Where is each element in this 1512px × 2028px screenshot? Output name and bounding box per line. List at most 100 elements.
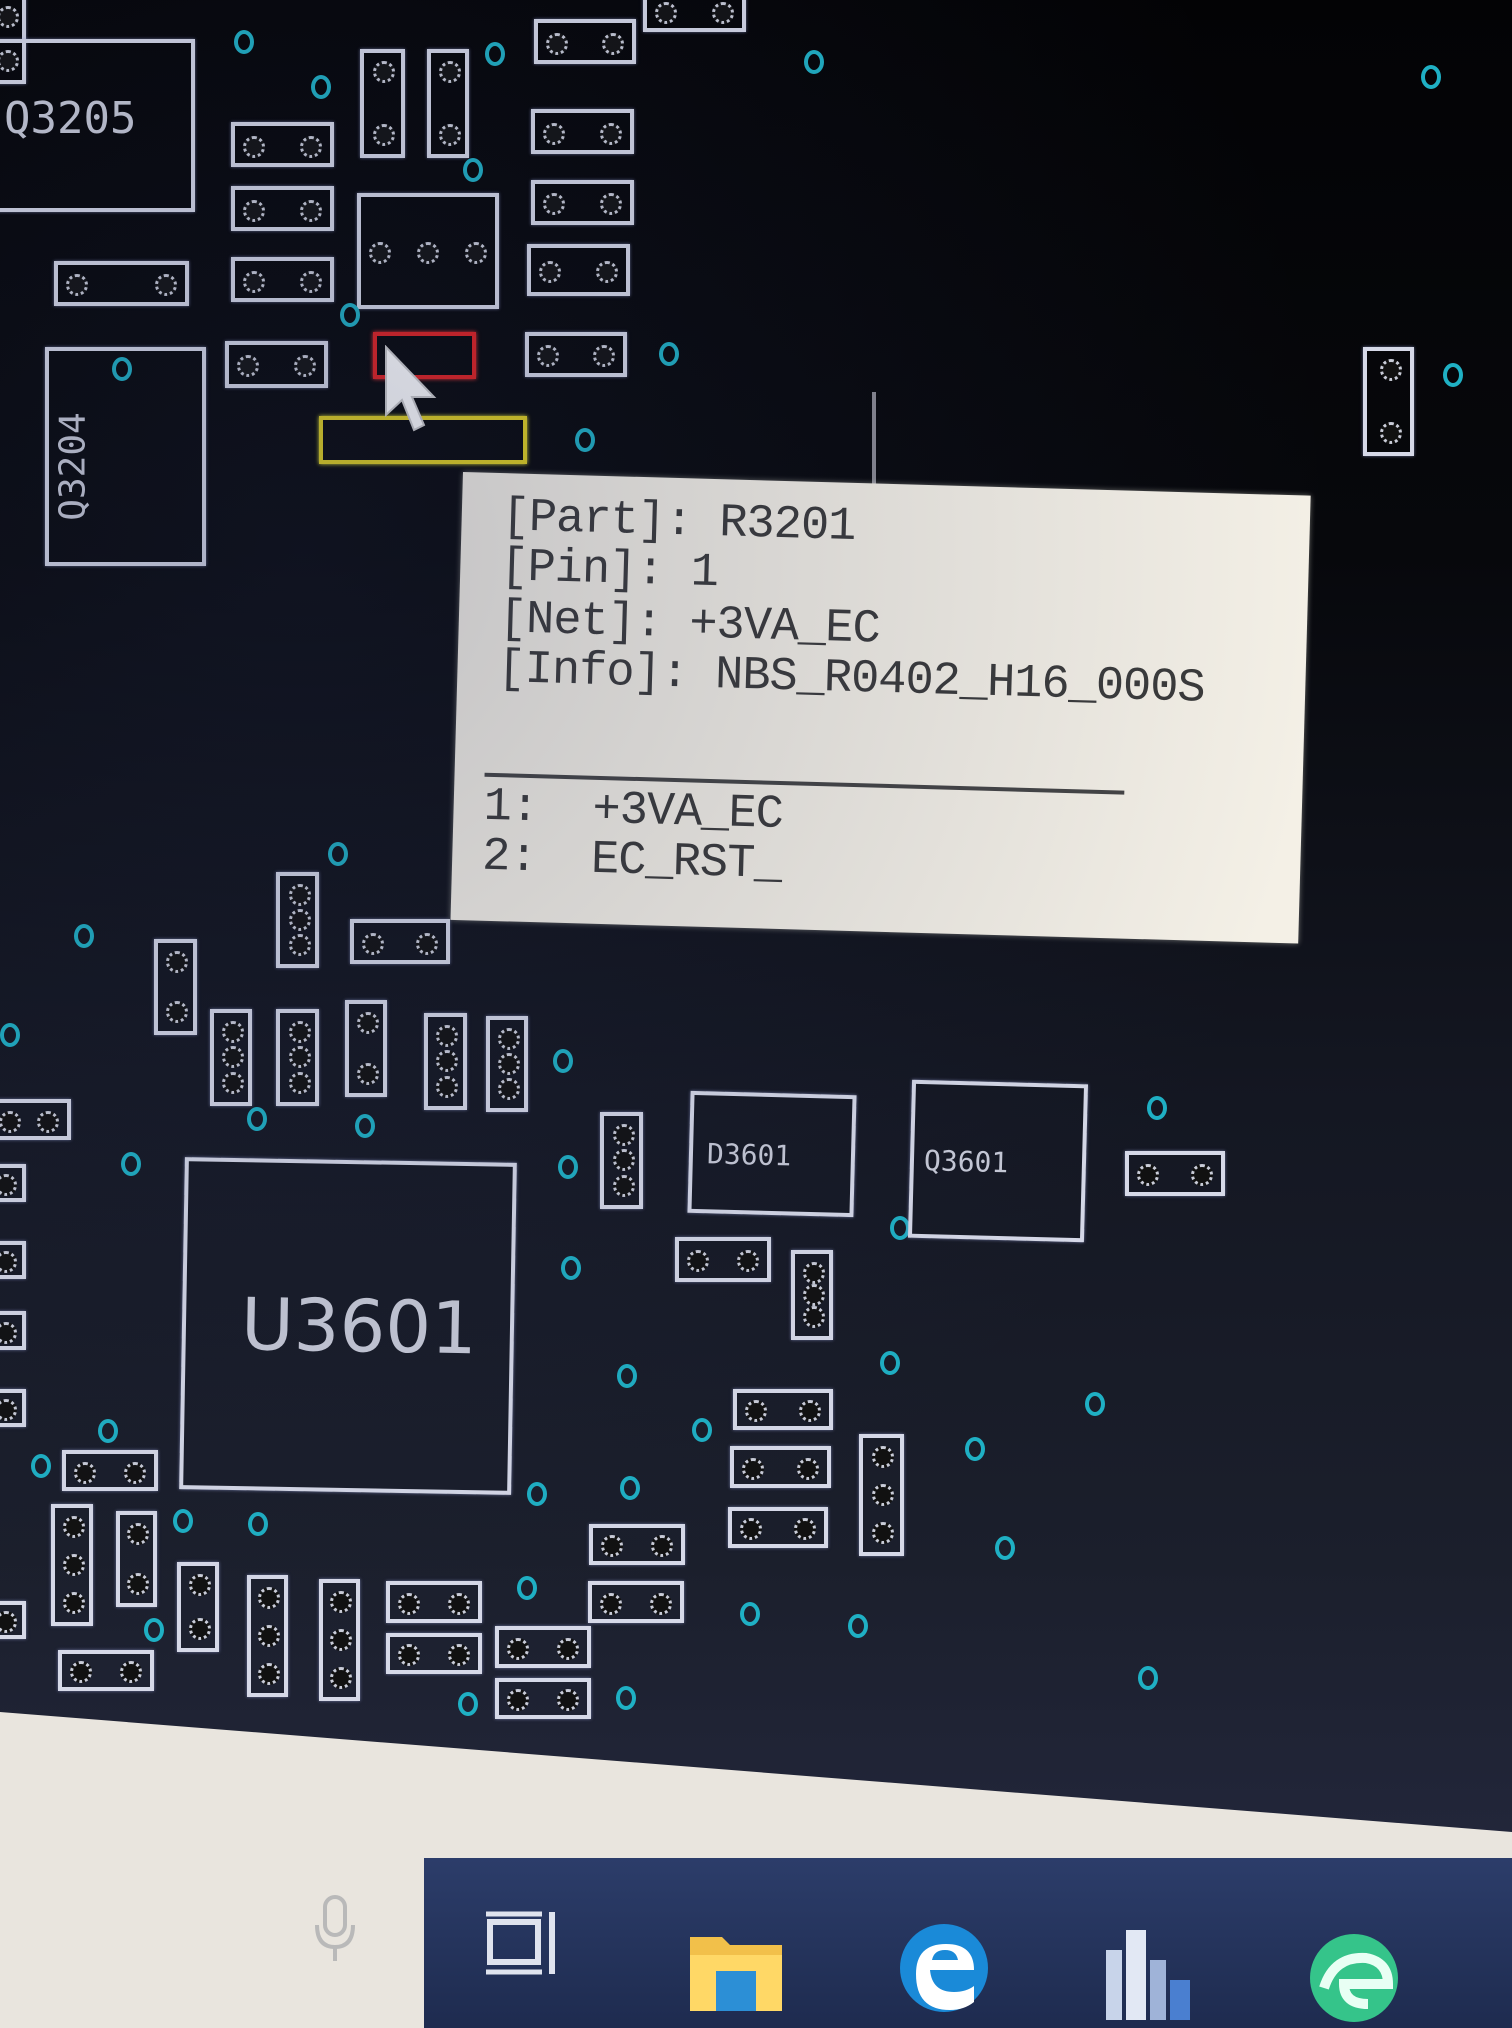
- pad: [612, 1149, 635, 1172]
- footprint[interactable]: [154, 938, 197, 1035]
- footprint[interactable]: [385, 1632, 483, 1674]
- footprint[interactable]: [533, 19, 637, 65]
- footprint[interactable]: [1124, 1150, 1226, 1196]
- footprint[interactable]: [0, 1163, 26, 1203]
- footprint[interactable]: [51, 1504, 93, 1627]
- via: [619, 1475, 640, 1500]
- via: [355, 1114, 376, 1139]
- footprint[interactable]: [357, 192, 499, 309]
- city-app-icon[interactable]: [1096, 1920, 1196, 2020]
- pad: [188, 1618, 211, 1641]
- pad: [300, 270, 323, 293]
- pad: [120, 1661, 143, 1684]
- footprint[interactable]: [359, 48, 405, 159]
- footprint[interactable]: [177, 1562, 219, 1653]
- selected-part-r3201[interactable]: [319, 416, 527, 464]
- via: [560, 1255, 581, 1280]
- footprint[interactable]: [587, 1581, 684, 1623]
- pad: [373, 60, 396, 83]
- edge-icon[interactable]: [894, 1918, 994, 2018]
- part-q3205[interactable]: Q3205: [0, 39, 195, 212]
- footprint[interactable]: [524, 331, 628, 377]
- footprint[interactable]: [732, 1388, 834, 1430]
- footprint[interactable]: [209, 1009, 252, 1106]
- footprint[interactable]: [57, 1649, 155, 1691]
- pad: [498, 1078, 521, 1101]
- footprint[interactable]: [224, 340, 328, 389]
- footprint[interactable]: [344, 1000, 387, 1097]
- footprint[interactable]: [0, 1099, 71, 1141]
- pad: [542, 193, 565, 216]
- footprint[interactable]: [246, 1574, 288, 1698]
- part-q3204[interactable]: Q3204: [45, 347, 206, 566]
- via: [112, 356, 133, 381]
- footprint[interactable]: [115, 1510, 157, 1608]
- part-label: Q3204: [52, 412, 94, 521]
- selected-pin-r3201[interactable]: [373, 332, 476, 379]
- part-info-tooltip: [Part]: R3201 [Pin]: 1 [Net]: +3VA_EC [I…: [450, 472, 1311, 944]
- pad: [545, 32, 568, 55]
- microphone-icon[interactable]: [312, 1895, 358, 1965]
- footprint[interactable]: [231, 186, 335, 232]
- footprint[interactable]: [858, 1433, 904, 1556]
- footprint[interactable]: [494, 1626, 592, 1668]
- footprint[interactable]: [0, 1240, 26, 1280]
- footprint[interactable]: [0, 1311, 26, 1350]
- footprint[interactable]: [53, 260, 189, 306]
- pin-number: 1:: [482, 780, 539, 836]
- footprint[interactable]: [642, 0, 746, 33]
- via: [1147, 1096, 1168, 1121]
- pad: [796, 1457, 819, 1480]
- footprint[interactable]: [61, 1450, 159, 1492]
- footprint[interactable]: [530, 109, 634, 155]
- pcb-canvas[interactable]: Q3205 Q3204 U3601 D3601 Q3601 [Part]: R3…: [0, 0, 1512, 1832]
- pad: [236, 355, 259, 378]
- task-view-icon[interactable]: [484, 1908, 564, 1978]
- pad: [737, 1250, 760, 1273]
- via: [574, 427, 595, 452]
- part-u3601[interactable]: U3601: [179, 1157, 517, 1495]
- edge-canary-icon[interactable]: [1304, 1928, 1404, 2028]
- part-q3601[interactable]: Q3601: [907, 1079, 1089, 1243]
- footprint[interactable]: [0, 1600, 26, 1640]
- footprint[interactable]: [674, 1236, 772, 1282]
- footprint[interactable]: [790, 1249, 834, 1340]
- via: [691, 1417, 712, 1442]
- part-label: Q3601: [923, 1144, 1009, 1180]
- via: [964, 1436, 985, 1461]
- pad: [557, 1689, 580, 1712]
- part-label: [Part]:: [501, 491, 693, 550]
- footprint[interactable]: [318, 1578, 360, 1701]
- footprint[interactable]: [349, 919, 450, 965]
- footprint[interactable]: [588, 1523, 686, 1565]
- part-d3601[interactable]: D3601: [687, 1090, 857, 1218]
- footprint[interactable]: [276, 871, 319, 969]
- footprint[interactable]: [494, 1677, 592, 1719]
- pad: [802, 1283, 825, 1306]
- footprint[interactable]: [1362, 347, 1415, 457]
- via: [995, 1535, 1016, 1560]
- via: [311, 75, 332, 100]
- footprint[interactable]: [426, 48, 470, 159]
- file-explorer-icon[interactable]: [686, 1923, 786, 2013]
- pad: [373, 124, 396, 147]
- footprint[interactable]: [276, 1009, 319, 1106]
- pad: [872, 1521, 895, 1544]
- footprint[interactable]: [727, 1506, 828, 1548]
- via: [247, 1106, 268, 1131]
- via: [484, 41, 505, 66]
- pin-net: EC_RST_: [590, 833, 783, 893]
- footprint[interactable]: [730, 1446, 831, 1488]
- footprint[interactable]: [231, 257, 335, 303]
- footprint[interactable]: [0, 1388, 26, 1428]
- footprint[interactable]: [530, 179, 634, 225]
- footprint[interactable]: [424, 1013, 467, 1110]
- pad: [799, 1400, 822, 1423]
- footprint[interactable]: [600, 1112, 643, 1209]
- footprint[interactable]: [527, 244, 630, 296]
- pad: [612, 1124, 635, 1147]
- footprint[interactable]: [231, 122, 335, 168]
- pad: [742, 1457, 765, 1480]
- footprint[interactable]: [485, 1015, 529, 1113]
- footprint[interactable]: [385, 1581, 483, 1623]
